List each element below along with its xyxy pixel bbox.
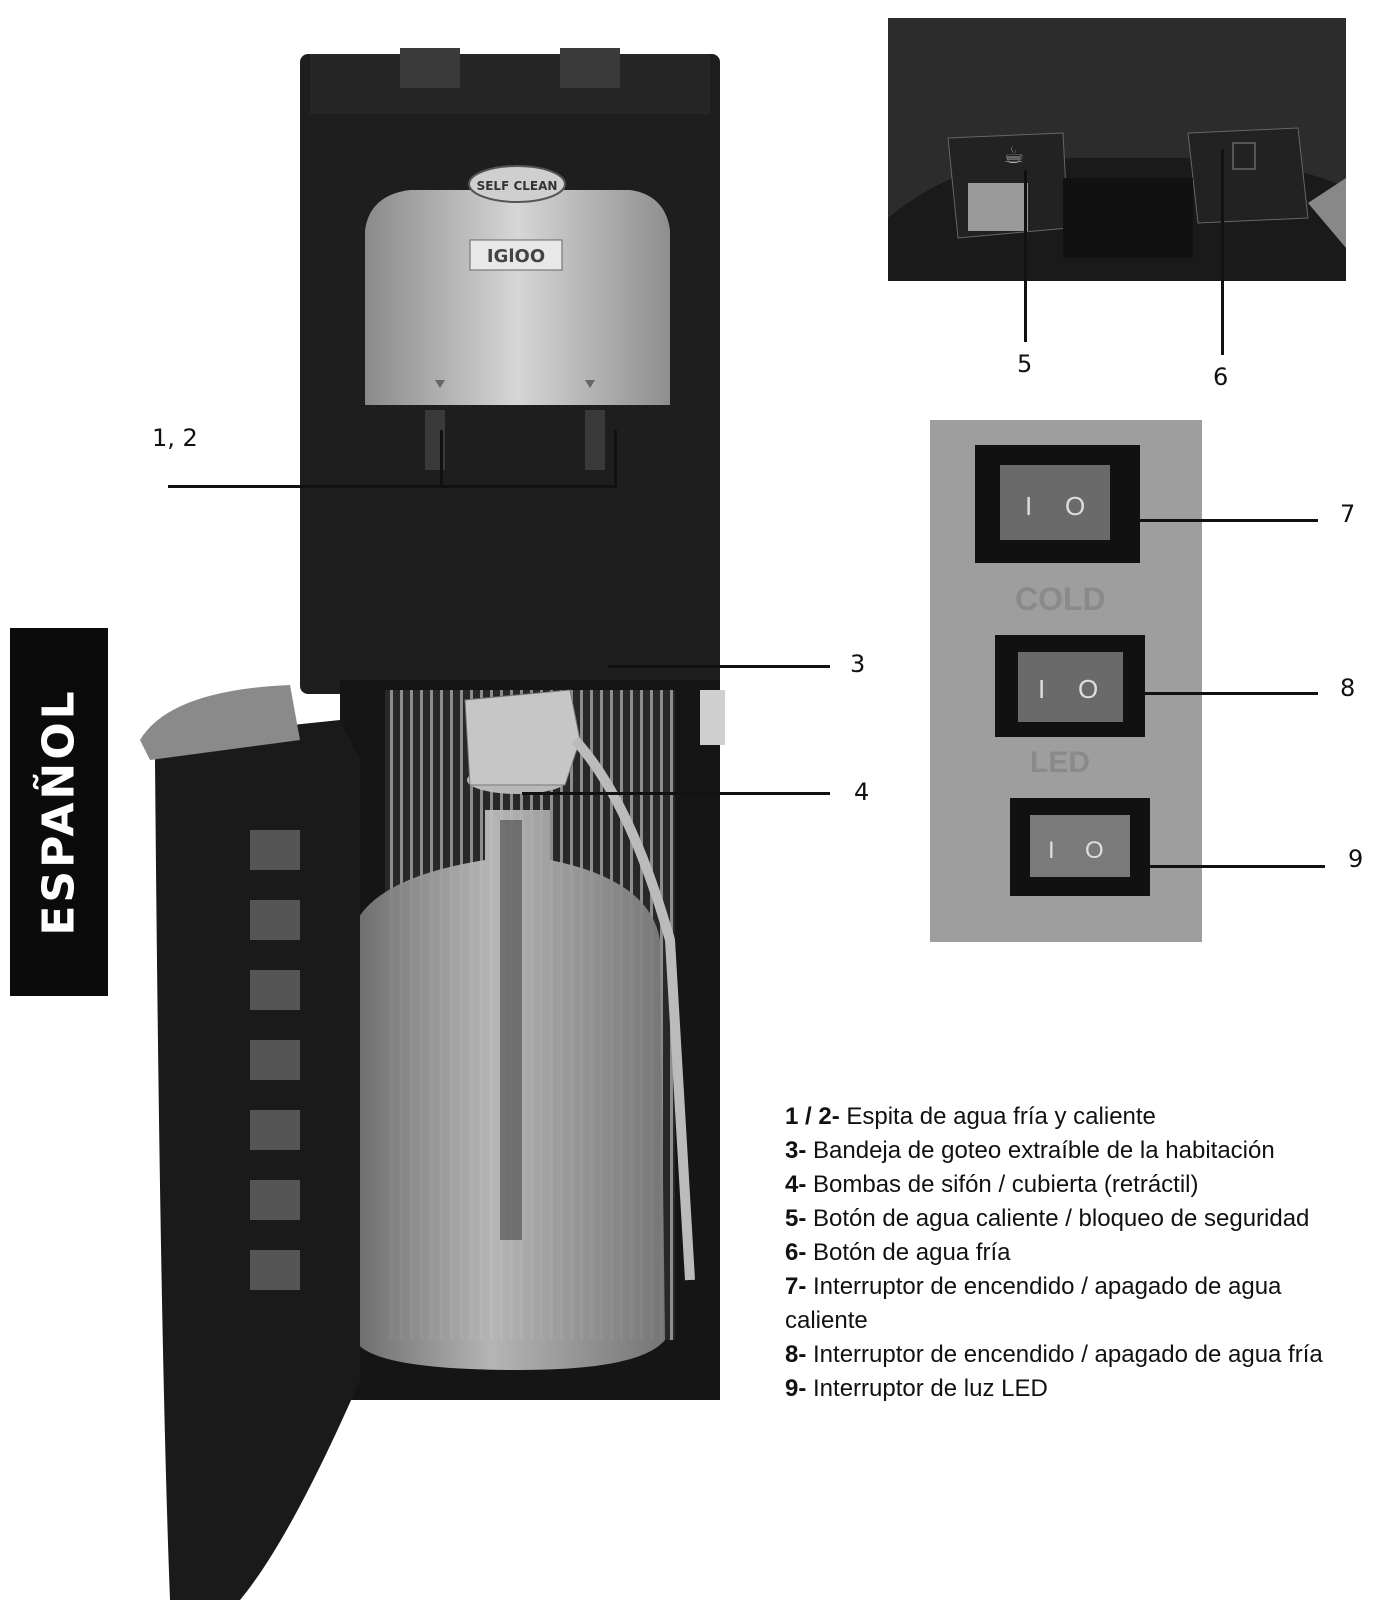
switch-panel-photo: I O COLD I O LED I O [930, 420, 1202, 942]
legend-text-continuation: caliente [785, 1307, 868, 1334]
legend-num: 3- [785, 1137, 807, 1164]
self-clean-badge: SELF CLEAN [477, 179, 558, 193]
callout-5: 5 [1017, 350, 1033, 378]
legend-num: 1 / 2- [785, 1103, 840, 1130]
leader-8 [1145, 692, 1318, 695]
leader-4 [522, 792, 830, 795]
callout-1-2: 1, 2 [152, 424, 198, 452]
leader-1-2-tick-b [614, 430, 617, 488]
legend-item-6: 6- Botón de agua fría [785, 1236, 1323, 1270]
legend-text: Botón de agua fría [806, 1239, 1011, 1266]
legend-item-8: 8- Interruptor de encendido / apagado de… [785, 1338, 1323, 1372]
callout-7: 7 [1340, 500, 1356, 528]
label-cold: COLD [1015, 581, 1106, 617]
leader-9 [1150, 865, 1325, 868]
callout-6: 6 [1213, 363, 1229, 391]
legend-text: Bandeja de goteo extraíble de la habitac… [806, 1137, 1275, 1164]
dispenser-photo: SELF CLEAN IGlOO [140, 48, 725, 1600]
leader-1-2-tick-a [440, 430, 443, 488]
legend-text: Bombas de sifón / cubierta (retráctil) [806, 1171, 1199, 1198]
legend-item-7: 7- Interruptor de encendido / apagado de… [785, 1270, 1323, 1338]
legend-num: 5- [785, 1205, 807, 1232]
legend-text: Interruptor de encendido / apagado de ag… [806, 1341, 1323, 1368]
leader-3 [608, 665, 830, 668]
language-tab: ESPAÑOL [10, 628, 108, 996]
legend-item-1-2: 1 / 2- Espita de agua fría y caliente [785, 1100, 1323, 1134]
cold-water-icon [1232, 142, 1256, 170]
legend-num: 7- [785, 1273, 807, 1300]
switch-7-on-mark: I [1025, 491, 1032, 521]
legend-num: 9- [785, 1375, 807, 1402]
brand-logo: IGlOO [487, 246, 545, 267]
legend-item-9: 9- Interruptor de luz LED [785, 1372, 1323, 1406]
legend-num: 6- [785, 1239, 807, 1266]
switch-8-off-mark: O [1078, 674, 1098, 704]
leader-7 [1136, 519, 1318, 522]
legend-text: Botón de agua caliente / bloqueo de segu… [806, 1205, 1310, 1232]
callout-8: 8 [1340, 674, 1356, 702]
callout-3: 3 [850, 650, 866, 678]
callout-4: 4 [854, 778, 870, 806]
callout-9: 9 [1348, 845, 1364, 873]
leader-6 [1221, 150, 1224, 355]
leader-1-2 [168, 485, 616, 488]
parts-legend: 1 / 2- Espita de agua fría y caliente 3-… [785, 1100, 1323, 1406]
switch-9-off-mark: O [1085, 837, 1104, 864]
switch-7-off-mark: O [1065, 491, 1085, 521]
switch-9-on-mark: I [1048, 837, 1055, 864]
legend-item-5: 5- Botón de agua caliente / bloqueo de s… [785, 1202, 1323, 1236]
hot-water-icon: ☕ [1003, 142, 1025, 169]
legend-num: 4- [785, 1171, 807, 1198]
legend-item-4: 4- Bombas de sifón / cubierta (retráctil… [785, 1168, 1323, 1202]
legend-num: 8- [785, 1341, 807, 1368]
switch-8-on-mark: I [1038, 674, 1045, 704]
legend-text: Interruptor de encendido / apagado de ag… [806, 1273, 1282, 1300]
legend-text: Interruptor de luz LED [806, 1375, 1048, 1402]
language-tab-label: ESPAÑOL [33, 688, 85, 936]
buttons-photo: ☕ [888, 18, 1346, 281]
legend-item-3: 3- Bandeja de goteo extraíble de la habi… [785, 1134, 1323, 1168]
label-led: LED [1030, 746, 1090, 779]
leader-5 [1024, 170, 1027, 342]
legend-text: Espita de agua fría y caliente [839, 1103, 1156, 1130]
